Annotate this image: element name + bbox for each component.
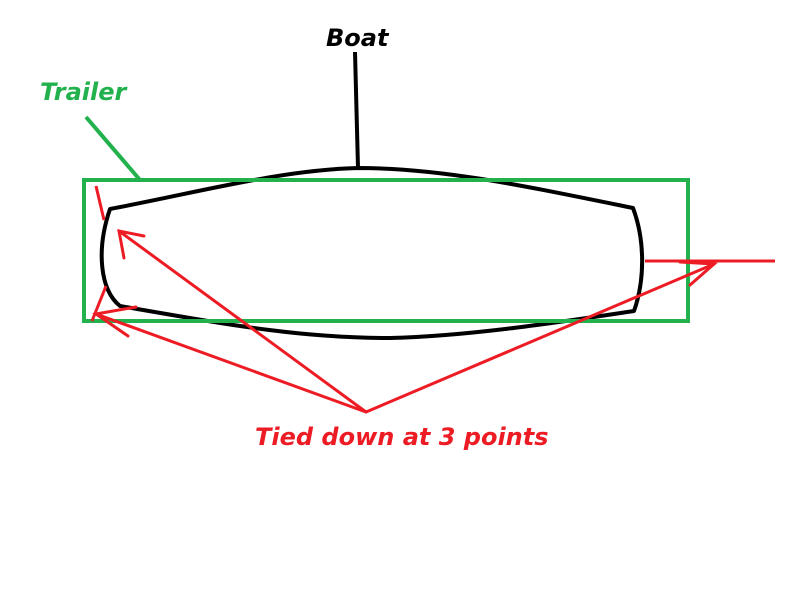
arrow-head-front-bottom-icon	[92, 305, 138, 338]
front-bottom-strap	[90, 285, 108, 322]
trailer-pointer-line	[84, 115, 142, 182]
trailer-label: Trailer	[40, 78, 128, 106]
arrow-to-front-top	[117, 229, 368, 414]
arrow-to-stern	[364, 262, 716, 414]
trailer-frame	[82, 178, 690, 323]
boat-hull	[99, 166, 645, 340]
tie-down-label: Tied down at 3 points	[255, 423, 549, 451]
boat-pointer-line	[353, 51, 360, 169]
arrow-to-front-bottom	[94, 312, 368, 414]
arrow-head-front-top-icon	[117, 229, 146, 260]
boat-label: Boat	[326, 24, 390, 52]
tie-down-straps	[90, 185, 775, 322]
arrow-head-stern-icon	[678, 260, 718, 287]
tie-down-arrows	[92, 229, 718, 414]
front-top-strap	[94, 185, 106, 221]
